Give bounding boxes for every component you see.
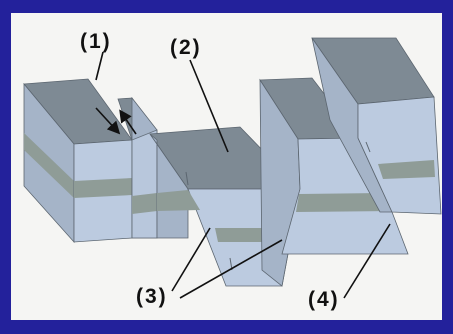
right-uplift-front-band: [378, 160, 435, 179]
annotation-pointers: [95, 51, 391, 299]
pointer-3-b: [179, 239, 283, 299]
graben-left-band: [157, 190, 200, 211]
pointer-1-arrow-b: [119, 109, 137, 135]
label-1: (1): [80, 30, 112, 53]
pointer-3-a: [171, 227, 211, 292]
label-3: (3): [136, 285, 168, 308]
pointer-2: [189, 59, 229, 153]
block-step-front-band: [132, 193, 157, 214]
middle-horst-front-band: [296, 193, 390, 212]
block-left-front-band: [74, 178, 132, 198]
pointer-4: [343, 223, 391, 299]
label-4: (4): [308, 288, 340, 311]
block-step-front-face: [131, 129, 158, 239]
pointer-1: [95, 51, 104, 81]
slip-arrow-right-fault: [365, 141, 371, 153]
block-left-horst: [23, 78, 133, 244]
block-right-uplift: [311, 37, 442, 215]
label-2: (2): [170, 36, 202, 59]
pointer-1-arrow-a: [95, 107, 121, 135]
block-step: [117, 96, 158, 239]
slip-arrow-graben-left: [185, 171, 189, 186]
graben-left-face: [149, 133, 189, 239]
right-uplift-front-face: [357, 96, 442, 215]
block-middle-horst: [259, 77, 409, 287]
block-left-left-band: [24, 133, 74, 198]
